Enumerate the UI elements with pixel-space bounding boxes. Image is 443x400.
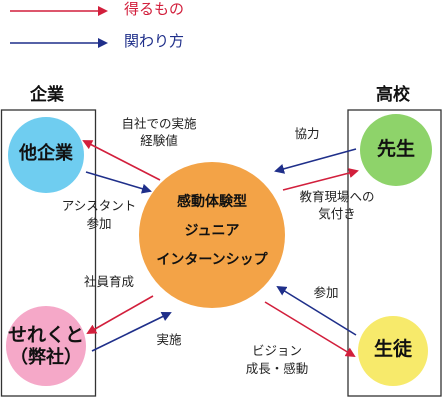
center-node	[139, 162, 285, 308]
center-label-line1: 感動体験型	[177, 194, 247, 210]
student-label: 生徒	[373, 338, 412, 360]
teacher-gain-label-line2: 気付き	[318, 206, 356, 221]
student-involve-label: 参加	[313, 285, 339, 300]
teacher-involve-label: 協力	[294, 126, 320, 141]
arrow-center-to-student	[264, 301, 356, 358]
teacher-label: 先生	[376, 138, 415, 160]
teacher-gain-label-line1: 教育現場への	[299, 189, 375, 204]
arrow-student-to-center	[276, 285, 357, 336]
legend-involve-label: 関わり方	[124, 32, 185, 50]
company-group-frame	[0, 109, 97, 397]
student-node	[358, 316, 428, 386]
selectcuto-involve-label: 実施	[156, 332, 182, 347]
company-involve-label-line2: 参加	[86, 216, 112, 231]
center-label-line3: インターンシップ	[156, 252, 268, 268]
student-gain-label-line2: 成長・感動	[245, 361, 309, 376]
arrow-teacher-to-center	[274, 148, 357, 174]
highschool-group-title: 高校	[376, 85, 410, 105]
teacher-node	[360, 114, 432, 186]
company-gain-label-line1: 自社での実施	[121, 116, 197, 131]
center-label-line2: ジュニア	[184, 223, 240, 239]
company-gain-label-line2: 経験値	[140, 133, 178, 148]
arrow-other-company-to-center	[85, 171, 152, 194]
company-involve-label-line1: アシスタント	[61, 198, 137, 213]
student-gain-label-line1: ビジョン	[251, 343, 302, 358]
selectcuto-node	[6, 306, 86, 386]
legend-gain-label: 得るもの	[124, 0, 185, 18]
arrow-center-to-selectcuto	[86, 295, 154, 334]
highschool-group-frame	[347, 109, 442, 397]
other-company-node	[8, 117, 84, 193]
company-group-title: 企業	[30, 85, 64, 105]
selectcuto-gain-label: 社員育成	[83, 274, 134, 289]
other-company-label: 他企業	[19, 143, 73, 164]
arrow-selectcuto-to-center	[91, 312, 172, 352]
selectcuto-label-line1: せれくと	[7, 324, 84, 346]
arrow-center-to-teacher	[282, 168, 359, 191]
arrow-center-to-other-company	[82, 140, 161, 181]
selectcuto-label-line2: （弊社）	[10, 347, 82, 368]
